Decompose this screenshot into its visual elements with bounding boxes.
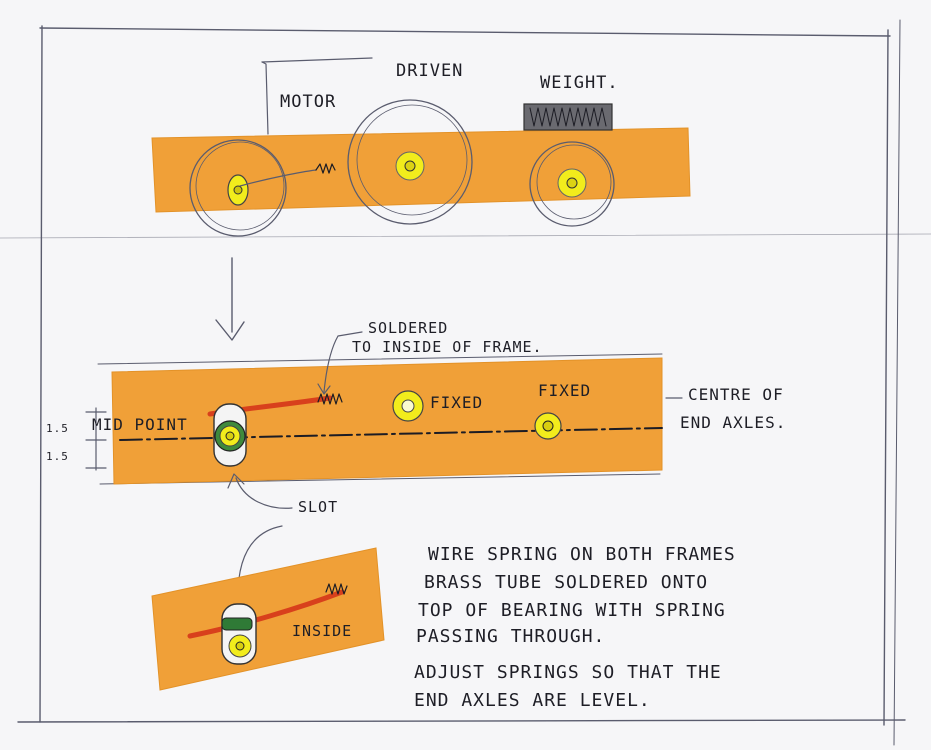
notes-block: WIRE SPRING ON BOTH FRAMES BRASS TUBE SO…	[414, 544, 736, 711]
rear-wheel	[529, 141, 615, 227]
middle-frame-view: SOLDERED TO INSIDE OF FRAME. FIXED FIXED…	[46, 319, 786, 516]
slot-bearing	[213, 403, 247, 467]
dimension-lower: 1.5	[46, 450, 69, 463]
driven-wheel	[347, 99, 473, 225]
soldered-note-line2: TO INSIDE OF FRAME.	[352, 338, 543, 356]
bearing-icon	[395, 151, 425, 181]
note-line-2: BRASS TUBE SOLDERED ONTO	[424, 572, 708, 593]
bearing-icon	[557, 168, 587, 198]
driven-label: DRIVEN	[396, 61, 463, 81]
bearing-icon	[227, 174, 249, 206]
top-frame-view: MOTOR DRIVEN WEIGHT.	[151, 57, 691, 237]
motor-wheel	[189, 139, 287, 237]
centre-label-line1: CENTRE OF	[688, 385, 784, 404]
spring-wire	[187, 589, 345, 639]
note-line-5: ADJUST SPRINGS SO THAT THE	[414, 662, 722, 683]
note-line-4: PASSING THROUGH.	[416, 626, 605, 647]
brass-tube	[221, 617, 253, 631]
centre-label-line2: END AXLES.	[680, 413, 786, 432]
inside-label: INSIDE	[292, 622, 352, 640]
down-arrow-icon	[215, 257, 245, 341]
note-line-3: TOP OF BEARING WITH SPRING	[418, 600, 726, 621]
sketch-border	[0, 19, 931, 746]
motor-label: MOTOR	[280, 92, 336, 112]
soldered-note-line1: SOLDERED	[368, 319, 448, 337]
spring-coil-icon	[317, 393, 343, 405]
bearing-icon	[392, 390, 424, 422]
fixed-label-2: FIXED	[538, 381, 591, 400]
note-line-6: END AXLES ARE LEVEL.	[414, 690, 651, 711]
slot-label: SLOT	[298, 498, 338, 516]
bearing-icon	[534, 412, 562, 440]
bottom-detail-view: INSIDE	[151, 547, 385, 691]
mid-point-label: MID POINT	[92, 415, 188, 434]
spring-squiggle-icon	[315, 163, 336, 174]
fixed-label-1: FIXED	[430, 393, 483, 412]
spring-coil-icon	[325, 583, 348, 595]
axle-centre-line	[119, 427, 663, 441]
middle-frame	[111, 357, 663, 485]
slot-bearing	[221, 603, 257, 665]
note-line-1: WIRE SPRING ON BOTH FRAMES	[428, 544, 736, 565]
dimension-upper: 1.5	[46, 422, 69, 435]
weight-label: WEIGHT.	[540, 73, 619, 93]
